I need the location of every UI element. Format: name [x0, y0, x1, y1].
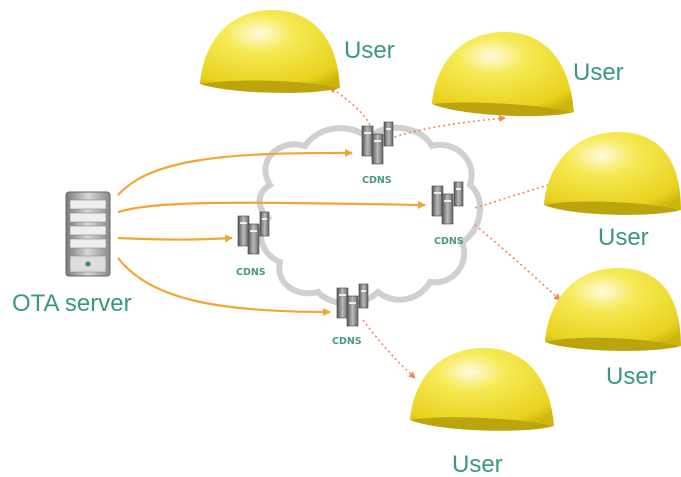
- user-label-4: User: [606, 363, 657, 390]
- user-helmet-icon-4: [545, 268, 681, 351]
- ota-server-label: OTA server: [12, 290, 132, 317]
- link-server-cdns-left: [118, 238, 232, 240]
- link-cdns-right-user-3: [475, 183, 555, 208]
- user-helmet-icon-1: [200, 10, 340, 93]
- ota-server-icon: [66, 192, 110, 276]
- link-cdns-right-user-4: [475, 225, 560, 300]
- link-server-cdns-right: [118, 203, 425, 212]
- user-label-3: User: [598, 224, 649, 251]
- cdns-node-top: [362, 122, 393, 164]
- user-helmet-icon-3: [544, 132, 681, 215]
- link-server-cdns-bottom: [118, 258, 330, 312]
- cdns-label-top: CDNS: [362, 175, 392, 186]
- user-label-1: User: [344, 37, 395, 64]
- user-helmet-icon-2: [432, 32, 574, 116]
- cdns-node-bottom: [337, 284, 368, 326]
- link-server-cdns-top: [118, 153, 352, 195]
- cdns-node-right: [432, 182, 463, 224]
- cdns-label-right: CDNS: [434, 236, 464, 247]
- cdns-label-bottom: CDNS: [332, 336, 362, 347]
- link-cdns-top-user-1: [330, 87, 370, 125]
- user-helmet-icon-5: [410, 348, 554, 431]
- link-cdns-bottom-user-5: [363, 320, 415, 378]
- user-label-5: User: [452, 451, 503, 477]
- cdns-label-left: CDNS: [236, 267, 266, 278]
- user-label-2: User: [573, 59, 624, 86]
